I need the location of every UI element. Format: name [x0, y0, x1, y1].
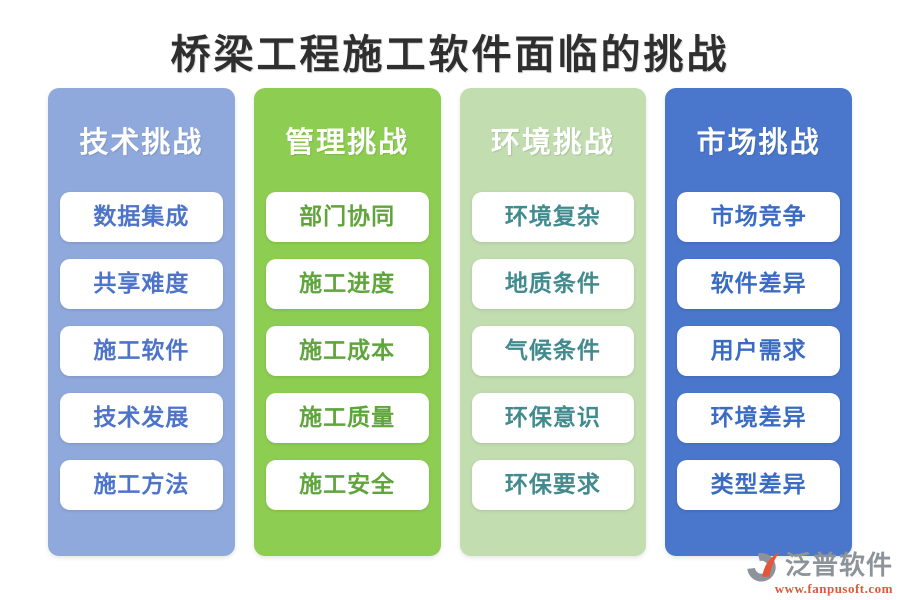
item-card: 气候条件 [471, 325, 635, 376]
column-header-market: 市场挑战 [696, 127, 821, 159]
item-card: 施工软件 [60, 325, 223, 376]
logo-url: www.fanpusoft.com [774, 580, 893, 596]
item-card: 软件差异 [677, 258, 840, 309]
column-technical-challenges: 技术挑战 数据集成 共享难度 施工软件 技术发展 施工方法 [48, 88, 235, 556]
fanpu-sail-icon [745, 549, 783, 582]
item-list: 市场竞争 软件差异 用户需求 环境差异 类型差异 [677, 191, 840, 510]
column-header-environment: 环境挑战 [490, 127, 615, 159]
item-card: 技术发展 [60, 392, 223, 443]
item-card: 施工方法 [60, 459, 223, 510]
challenge-columns: 技术挑战 数据集成 共享难度 施工软件 技术发展 施工方法 管理挑战 部门协同 … [48, 88, 852, 556]
item-card: 施工质量 [265, 392, 429, 443]
fanpu-logo: 泛普软件 www.fanpusoft.com [745, 550, 893, 596]
item-card: 数据集成 [60, 191, 223, 242]
item-card: 共享难度 [60, 258, 223, 309]
logo-row: 泛普软件 [745, 550, 893, 582]
item-list: 环境复杂 地质条件 气候条件 环保意识 环保要求 [471, 191, 635, 510]
item-card: 部门协同 [265, 191, 429, 242]
column-header-management: 管理挑战 [285, 127, 410, 159]
item-card: 环境差异 [677, 392, 840, 443]
item-card: 施工安全 [265, 459, 429, 510]
column-management-challenges: 管理挑战 部门协同 施工进度 施工成本 施工质量 施工安全 [253, 88, 441, 556]
item-card: 地质条件 [471, 258, 635, 309]
item-card: 市场竞争 [677, 191, 840, 242]
item-card: 施工进度 [265, 258, 429, 309]
item-card: 环境复杂 [471, 191, 635, 242]
item-card: 环保意识 [471, 392, 635, 443]
item-list: 数据集成 共享难度 施工软件 技术发展 施工方法 [60, 191, 223, 510]
column-environment-challenges: 环境挑战 环境复杂 地质条件 气候条件 环保意识 环保要求 [459, 88, 647, 556]
page-title: 桥梁工程施工软件面临的挑战 [170, 32, 730, 77]
column-market-challenges: 市场挑战 市场竞争 软件差异 用户需求 环境差异 类型差异 [665, 88, 852, 556]
item-card: 用户需求 [677, 325, 840, 376]
item-card: 环保要求 [471, 459, 635, 510]
column-header-technical: 技术挑战 [79, 127, 204, 159]
item-card: 施工成本 [265, 325, 429, 376]
item-card: 类型差异 [677, 459, 840, 510]
logo-name: 泛普软件 [784, 550, 893, 580]
item-list: 部门协同 施工进度 施工成本 施工质量 施工安全 [265, 191, 429, 510]
